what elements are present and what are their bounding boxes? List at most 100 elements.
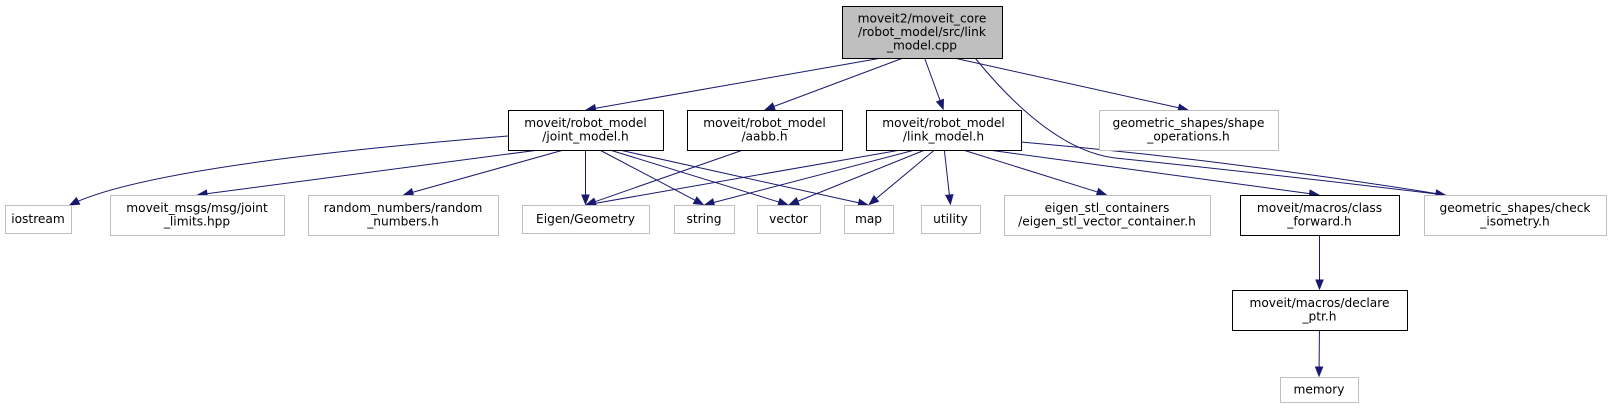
node-string: string xyxy=(674,205,735,234)
node-link_model[interactable]: moveit/robot_model/link_model.h xyxy=(866,110,1022,151)
node-label: moveit2/moveit_core xyxy=(858,11,987,25)
edge-arrowhead xyxy=(788,197,800,206)
node-box xyxy=(508,110,664,151)
edge-joint_model-to-iostream xyxy=(68,135,509,206)
node-aabb[interactable]: moveit/robot_model/aabb.h xyxy=(687,110,843,151)
node-box xyxy=(110,195,285,236)
node-label: moveit/robot_model xyxy=(703,116,826,130)
edge-line xyxy=(988,149,1319,196)
node-label: Eigen/Geometry xyxy=(536,212,635,226)
node-label: moveit/macros/class xyxy=(1257,201,1382,215)
edge-line xyxy=(953,57,1188,111)
edge-joint_model-to-vector xyxy=(609,149,789,207)
edge-joint_model-to-random_numbers xyxy=(402,149,564,197)
edge-root-to-aabb xyxy=(764,57,904,111)
node-joint_limits: moveit_msgs/msg/joint_limits.hpp xyxy=(110,195,285,236)
node-box xyxy=(1099,110,1279,151)
edge-line xyxy=(197,149,539,196)
edge-line xyxy=(586,149,901,206)
node-label: utility xyxy=(933,212,968,226)
edge-root-to-link_model xyxy=(924,57,944,111)
node-label: _limits.hpp xyxy=(163,215,231,229)
node-vector: vector xyxy=(757,205,821,234)
edge-line xyxy=(586,57,882,111)
edge-arrowhead xyxy=(868,194,880,206)
edge-line xyxy=(962,149,1107,196)
node-map: map xyxy=(844,205,894,234)
edge-arrowhead xyxy=(703,198,716,207)
edge-line xyxy=(704,149,915,206)
edge-joint_model-to-string xyxy=(599,149,705,206)
node-memory: memory xyxy=(1280,377,1359,403)
node-label: _forward.h xyxy=(1286,215,1351,229)
node-label: iostream xyxy=(11,212,65,226)
node-label: eigen_stl_containers xyxy=(1045,201,1170,215)
edge-link_model-to-vector xyxy=(788,149,926,206)
node-box xyxy=(308,195,499,236)
node-box xyxy=(1004,195,1211,236)
edge-aabb-to-eigen_geometry xyxy=(585,149,744,206)
edge-class_forward-to-declare_ptr xyxy=(1315,235,1324,291)
edge-line xyxy=(586,149,744,206)
edge-arrowhead xyxy=(692,196,705,206)
edge-line xyxy=(765,57,904,111)
node-label: moveit/macros/declare xyxy=(1249,296,1389,310)
node-label: map xyxy=(855,212,882,226)
edge-joint_model-to-map xyxy=(619,149,869,207)
edge-arrowhead xyxy=(777,197,789,207)
node-shape_operations: geometric_shapes/shape_operations.h xyxy=(1099,110,1279,151)
node-label: /eigen_stl_vector_container.h xyxy=(1018,215,1196,229)
node-label: string xyxy=(687,212,722,226)
node-box xyxy=(757,205,821,234)
node-label: vector xyxy=(769,212,809,226)
node-box xyxy=(1280,377,1359,403)
edge-joint_model-to-joint_limits xyxy=(196,149,539,198)
edge-declare_ptr-to-memory xyxy=(1314,329,1324,378)
node-box xyxy=(866,110,1022,151)
node-box xyxy=(687,110,843,151)
node-label: _isometry.h xyxy=(1479,215,1550,229)
edge-arrowhead xyxy=(402,187,415,197)
edge-root-to-shape_operations xyxy=(953,57,1189,112)
node-label: memory xyxy=(1294,382,1345,396)
node-label: /aabb.h xyxy=(741,130,787,144)
nodes-layer: moveit2/moveit_core/robot_model/src/link… xyxy=(5,6,1607,403)
node-label: /joint_model.h xyxy=(542,130,628,144)
edge-line xyxy=(609,149,788,206)
edge-arrowhead xyxy=(764,102,776,111)
node-utility: utility xyxy=(921,205,981,234)
edge-arrowhead xyxy=(1315,279,1324,291)
node-box xyxy=(1232,290,1408,331)
edge-arrowhead xyxy=(945,194,954,206)
node-box xyxy=(1240,195,1400,236)
node-joint_model[interactable]: moveit/robot_model/joint_model.h xyxy=(508,110,664,151)
node-label: random_numbers/random xyxy=(324,201,483,215)
edge-link_model-to-string xyxy=(703,149,915,207)
node-check_isometry: geometric_shapes/check_isometry.h xyxy=(1424,195,1607,236)
edge-joint_model-to-eigen_geometry xyxy=(581,150,590,206)
node-label: _ptr.h xyxy=(1301,310,1336,324)
node-label: geometric_shapes/shape xyxy=(1112,116,1264,130)
node-label: geometric_shapes/check xyxy=(1440,201,1592,215)
edge-arrowhead xyxy=(581,194,590,206)
edge-arrowhead xyxy=(1314,366,1324,378)
node-root[interactable]: moveit2/moveit_core/robot_model/src/link… xyxy=(842,6,1003,59)
node-declare_ptr[interactable]: moveit/macros/declare_ptr.h xyxy=(1232,290,1408,331)
edge-line xyxy=(69,135,509,206)
node-box xyxy=(921,205,981,234)
node-label: moveit/robot_model xyxy=(882,116,1005,130)
edge-line xyxy=(868,149,935,205)
node-class_forward[interactable]: moveit/macros/class_forward.h xyxy=(1240,195,1400,236)
node-box xyxy=(1424,195,1607,236)
edge-link_model-to-utility xyxy=(943,149,954,206)
edge-arrowhead xyxy=(68,196,81,206)
edge-line xyxy=(599,149,704,205)
edge-line xyxy=(403,149,564,196)
node-label: _operations.h xyxy=(1146,130,1230,144)
node-eigen_geometry: Eigen/Geometry xyxy=(522,205,650,234)
edge-root-to-joint_model xyxy=(585,57,882,113)
node-box xyxy=(844,205,894,234)
node-iostream: iostream xyxy=(5,205,72,234)
node-label: moveit/robot_model xyxy=(524,116,647,130)
